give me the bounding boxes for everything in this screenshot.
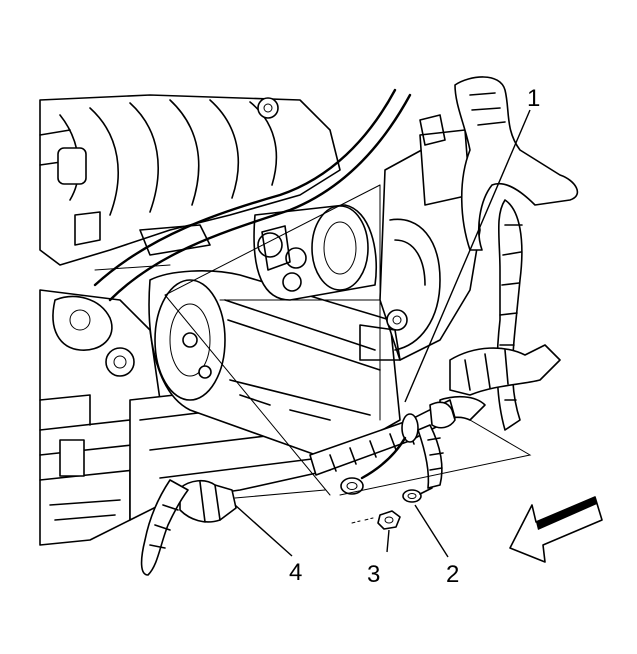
callout-2: 2 xyxy=(446,561,459,588)
starter-terminal-wire xyxy=(402,424,444,503)
connector-harness xyxy=(140,479,237,576)
ground-strap xyxy=(340,436,407,495)
starter-solenoid xyxy=(253,204,378,301)
callout-leaders xyxy=(234,109,531,558)
callout-3: 3 xyxy=(367,561,380,588)
leader-2 xyxy=(414,504,449,558)
leader-4 xyxy=(234,504,293,557)
view-direction-arrow xyxy=(509,496,603,563)
alternator xyxy=(359,129,481,361)
upper-cable xyxy=(93,88,446,302)
callout-4: 4 xyxy=(289,559,302,586)
starter-nut xyxy=(351,510,401,530)
perspective-lines xyxy=(94,184,532,499)
leader-3 xyxy=(386,529,390,553)
callout-1: 1 xyxy=(527,85,540,112)
starter-motor xyxy=(148,270,401,461)
leader-1 xyxy=(404,109,531,403)
engine-block xyxy=(39,94,341,266)
battery-cable xyxy=(309,399,456,476)
